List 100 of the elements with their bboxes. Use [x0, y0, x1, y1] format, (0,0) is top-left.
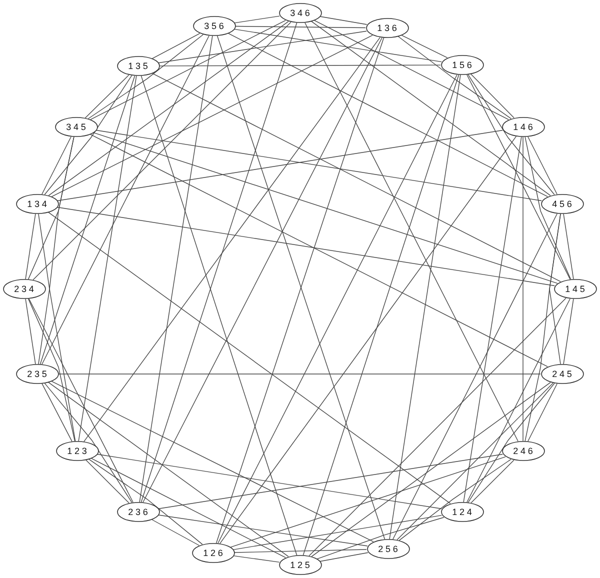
edge-line — [466, 298, 570, 503]
edge-line — [528, 136, 558, 195]
vertex-ellipse — [116, 56, 160, 76]
vertex-ellipse — [278, 555, 322, 575]
vertex-label: 126 — [203, 548, 226, 558]
edge-line — [42, 383, 72, 442]
edge-line — [140, 22, 298, 502]
edge-line — [152, 73, 561, 282]
vertex-ellipse — [56, 441, 98, 461]
vertex-ellipse — [16, 364, 58, 384]
vertex-label: 146 — [513, 122, 536, 132]
vertex-ellipse — [54, 117, 98, 137]
vertex-label: 346 — [290, 8, 312, 18]
vertex-label: 246 — [513, 446, 536, 456]
vertex-ellipse — [16, 194, 58, 214]
vertex-ellipse — [366, 18, 408, 38]
edge-line — [57, 206, 555, 286]
edge-line — [57, 130, 503, 202]
vertex-label: 345 — [66, 122, 88, 132]
edge-line — [468, 383, 555, 503]
vertex-ellipse — [554, 279, 596, 299]
edge-line — [90, 134, 548, 367]
edge-line — [78, 76, 137, 442]
edge-line — [304, 22, 518, 442]
vertex-ellipse — [192, 543, 234, 563]
vertex-ellipse — [192, 16, 236, 36]
edge-line — [398, 458, 512, 541]
edge-line — [84, 37, 380, 442]
vertex-label: 145 — [565, 284, 588, 294]
edge-line — [396, 382, 554, 540]
edge-line — [48, 212, 451, 504]
edge-line — [470, 460, 514, 504]
edge-line — [234, 549, 367, 553]
edge-line — [158, 514, 368, 546]
vertex-label: 235 — [27, 370, 50, 378]
edge-line — [230, 456, 506, 548]
vertex-label: 256 — [378, 544, 400, 554]
edge-line — [311, 382, 551, 557]
vertex-label: 236 — [128, 508, 150, 516]
vertex-ellipse — [540, 194, 584, 214]
edge-line — [563, 298, 574, 364]
edge-line — [228, 33, 548, 197]
edge-line — [389, 74, 461, 540]
edge-line — [44, 382, 132, 503]
edge-line — [466, 74, 570, 280]
edge-line — [311, 21, 551, 196]
vertex-label: 123 — [67, 446, 90, 456]
vertex-label: 124 — [452, 508, 474, 516]
vertex-ellipse — [278, 3, 322, 23]
edge-line — [139, 36, 213, 502]
edge-line — [218, 74, 458, 544]
edge-line — [91, 458, 286, 558]
vertex-ellipse — [440, 502, 484, 522]
edge-line — [152, 33, 200, 59]
vertex-ellipse — [440, 55, 484, 75]
vertex-ellipse — [502, 441, 544, 461]
edge-line — [28, 298, 76, 442]
edge-line — [42, 136, 72, 195]
vertex-ellipse — [540, 364, 584, 384]
edge-line — [398, 36, 512, 119]
edge-line — [40, 76, 136, 364]
edge-line — [234, 28, 442, 62]
edge-line — [32, 22, 292, 280]
vertex-label: 135 — [128, 62, 150, 70]
edge-line — [97, 454, 442, 510]
vertex-ellipse — [2, 279, 46, 299]
edge-line — [320, 16, 368, 25]
edge-line — [90, 20, 286, 120]
edge-line — [470, 74, 514, 118]
edge-line — [96, 130, 542, 202]
edge-line — [159, 64, 441, 66]
vertex-label: 456 — [552, 200, 574, 208]
edge-line — [320, 552, 368, 562]
vertex-label: 234 — [14, 284, 36, 294]
vertex-label: 134 — [27, 200, 50, 208]
edge-line — [308, 298, 566, 556]
edge-line — [93, 132, 558, 284]
edge-line — [468, 74, 555, 195]
edge-line — [28, 298, 134, 503]
edge-line — [463, 136, 522, 502]
edge-line — [392, 213, 558, 540]
edge-line — [140, 76, 298, 556]
vertex-label: 156 — [452, 60, 474, 70]
edge-line — [528, 383, 558, 442]
edge-line — [84, 74, 130, 118]
edge-line — [316, 517, 444, 560]
edge-line — [48, 382, 289, 557]
edge-line — [235, 26, 366, 28]
edge-line — [220, 136, 516, 544]
edge-line — [563, 214, 574, 280]
vertex-ellipse — [502, 117, 544, 137]
edge-line — [88, 34, 204, 120]
edge-line — [44, 75, 132, 195]
edge-line — [158, 30, 367, 64]
edge-line — [401, 34, 448, 58]
edge-line — [234, 16, 280, 24]
edge-line — [158, 454, 503, 510]
vertex-ellipse — [366, 539, 410, 559]
edge-line — [25, 214, 36, 280]
edge-line — [88, 458, 203, 545]
